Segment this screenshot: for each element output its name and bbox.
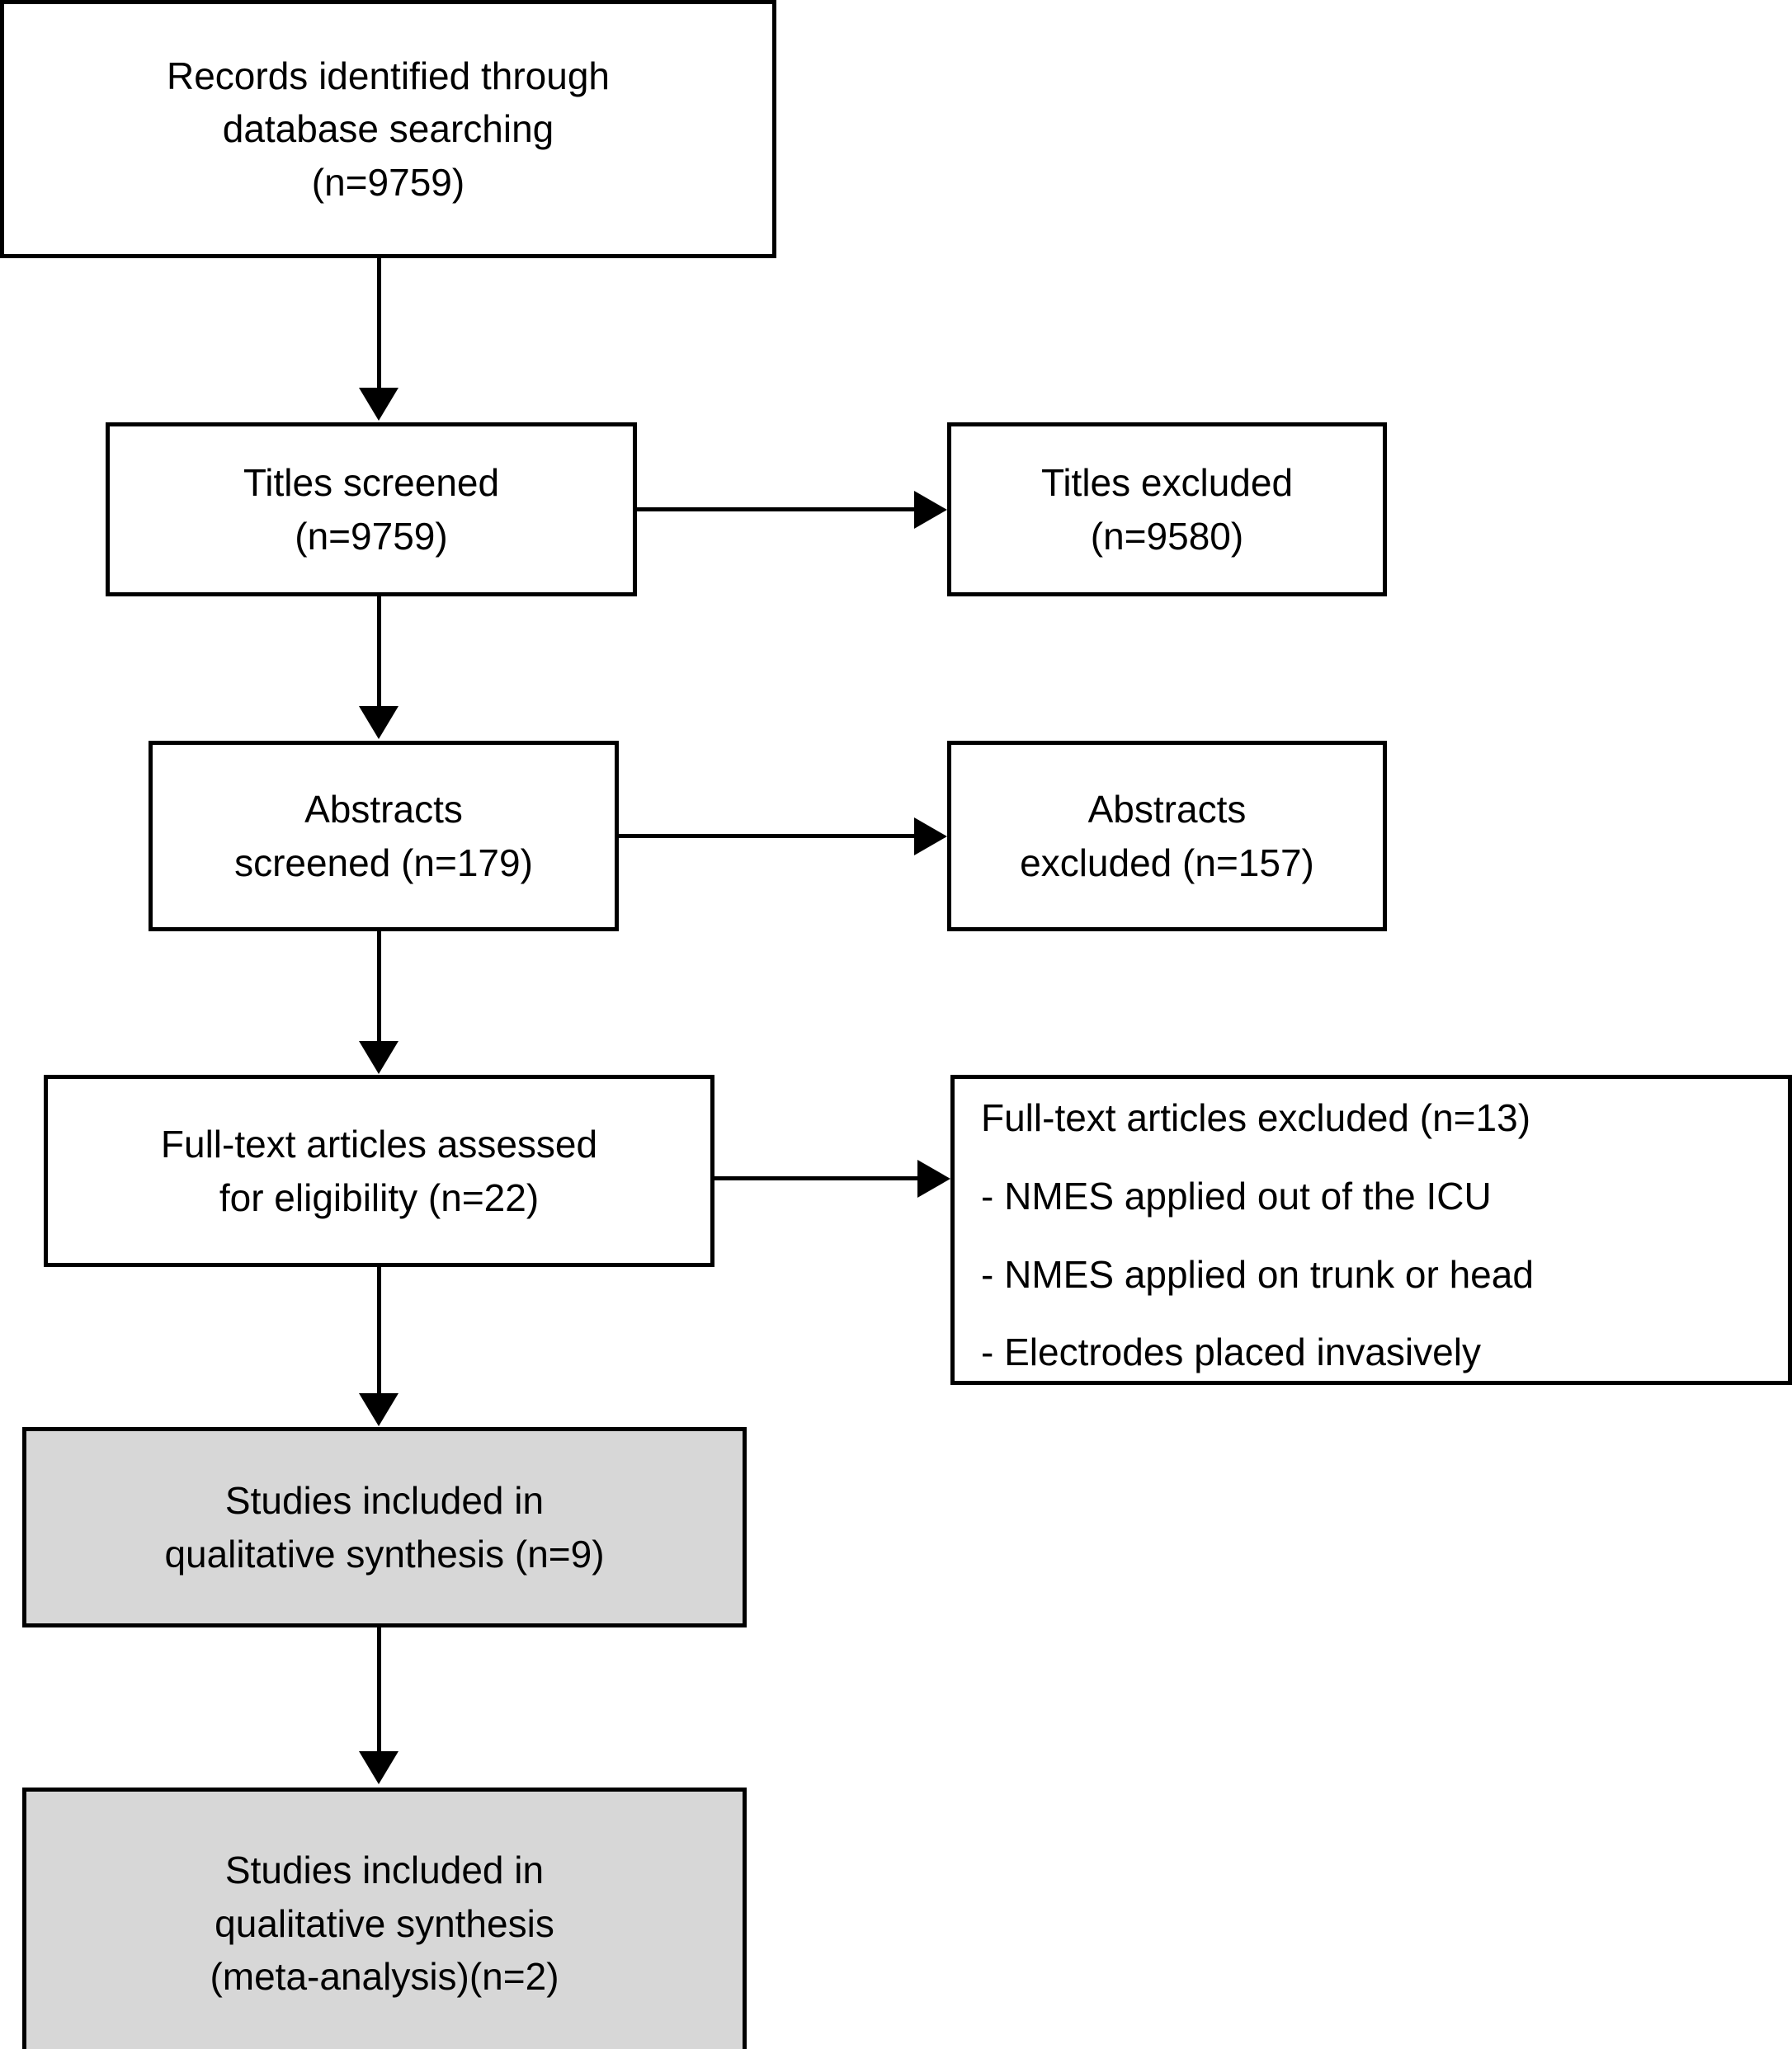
node-titles-screened-label: Titles screened (n=9759) — [243, 461, 500, 558]
node-meta-analysis-label: Studies included in qualitative synthesi… — [210, 1849, 559, 1999]
arrowhead-fulltext-to-qualitative — [359, 1393, 398, 1426]
connector-abstracts-to-excluded — [619, 834, 917, 838]
arrowhead-titles-to-abstracts — [359, 706, 398, 739]
arrowhead-records-to-titles — [359, 388, 398, 421]
node-qualitative-synthesis: Studies included in qualitative synthesi… — [22, 1427, 747, 1627]
arrowhead-fulltext-to-excluded — [917, 1160, 950, 1198]
node-abstracts-excluded-label: Abstracts excluded (n=157) — [1020, 788, 1314, 884]
arrowhead-qualitative-to-meta — [359, 1751, 398, 1784]
node-titles-screened: Titles screened (n=9759) — [106, 422, 637, 596]
connector-titles-to-excluded — [637, 507, 917, 511]
node-qualitative-synthesis-label: Studies included in qualitative synthesi… — [164, 1479, 605, 1576]
connector-qualitative-to-meta — [377, 1627, 381, 1754]
arrowhead-abstracts-to-excluded — [914, 817, 947, 855]
node-abstracts-excluded: Abstracts excluded (n=157) — [947, 741, 1387, 931]
connector-abstracts-to-fulltext — [377, 931, 381, 1043]
node-meta-analysis: Studies included in qualitative synthesi… — [22, 1788, 747, 2049]
arrowhead-titles-to-excluded — [914, 491, 947, 529]
connector-fulltext-to-qualitative — [377, 1267, 381, 1396]
node-abstracts-screened-label: Abstracts screened (n=179) — [234, 788, 533, 884]
node-records-identified: Records identified through database sear… — [0, 0, 776, 258]
node-fulltext-excluded-label: Full-text articles excluded (n=13) - NME… — [981, 1096, 1534, 1374]
node-records-identified-label: Records identified through database sear… — [167, 54, 610, 204]
node-titles-excluded-label: Titles excluded (n=9580) — [1040, 461, 1294, 558]
node-fulltext-excluded: Full-text articles excluded (n=13) - NME… — [950, 1075, 1792, 1385]
connector-titles-to-abstracts — [377, 596, 381, 710]
node-abstracts-screened: Abstracts screened (n=179) — [149, 741, 619, 931]
connector-records-to-titles — [377, 258, 381, 390]
connector-fulltext-to-excluded — [714, 1176, 921, 1180]
node-titles-excluded: Titles excluded (n=9580) — [947, 422, 1387, 596]
arrowhead-abstracts-to-fulltext — [359, 1041, 398, 1074]
node-fulltext-assessed: Full-text articles assessed for eligibil… — [44, 1075, 714, 1267]
node-fulltext-assessed-label: Full-text articles assessed for eligibil… — [160, 1123, 598, 1219]
